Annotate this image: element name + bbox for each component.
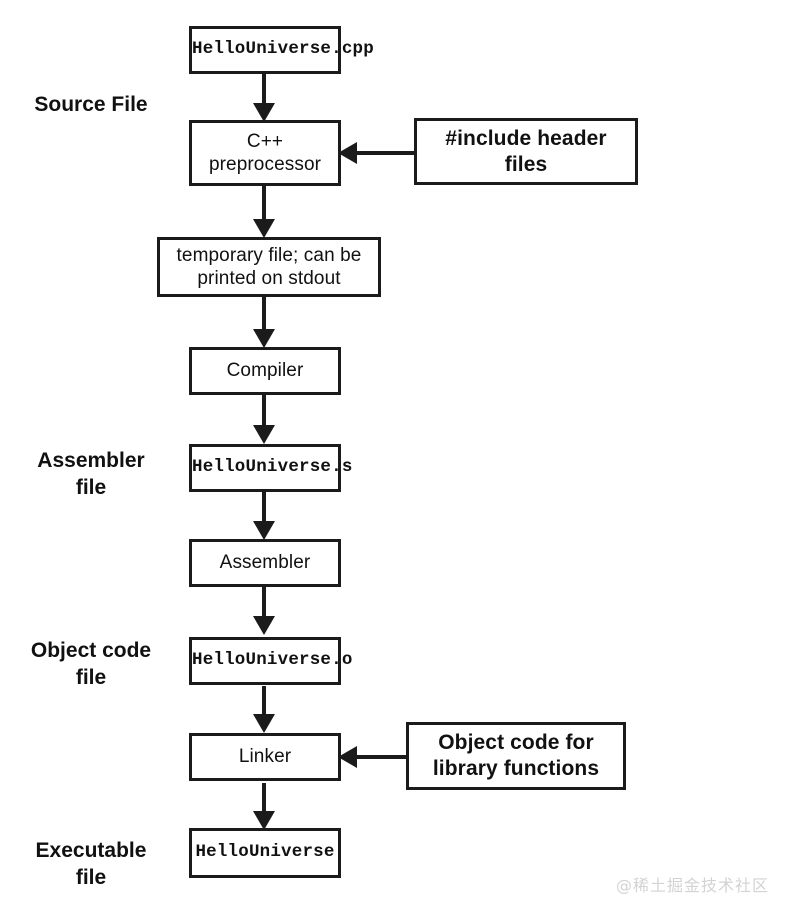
edge-preprocessor-to-temp-line [262, 186, 266, 222]
edge-temp-to-compiler-line [262, 296, 266, 332]
node-hellouniverse[interactable]: HelloUniverse [189, 828, 341, 878]
node-hellouniverse-s-label: HelloUniverse.s [192, 457, 353, 478]
node-assembler-label: Assembler [219, 552, 311, 574]
edge-headers-to-preprocessor-line [352, 151, 414, 155]
edge-cpp-to-preprocessor-arrowhead [253, 103, 275, 122]
node-compiler-label: Compiler [226, 360, 304, 382]
edge-library-to-linker-arrowhead [338, 746, 357, 768]
edge-obj-file-to-linker-line [262, 686, 266, 720]
edge-linker-to-executable-arrowhead [253, 811, 275, 830]
edge-preprocessor-to-temp-arrowhead [253, 219, 275, 238]
edge-compiler-to-asm-file-line [262, 395, 266, 429]
node-include-header-files-label: #include header files [445, 126, 607, 176]
node-object-code-library-label: Object code for library functions [432, 731, 600, 780]
node-temporary-file[interactable]: temporary file; can be printed on stdout [157, 237, 381, 297]
edge-cpp-to-preprocessor-line [262, 72, 266, 106]
node-object-code-library[interactable]: Object code for library functions [406, 722, 626, 790]
node-linker[interactable]: Linker [189, 733, 341, 781]
node-hellouniverse-cpp[interactable]: HelloUniverse.cpp [189, 26, 374, 74]
node-hellouniverse-label: HelloUniverse [195, 842, 335, 863]
node-hellouniverse-o-label: HelloUniverse.o [192, 650, 353, 671]
node-include-header-files[interactable]: #include header files [414, 118, 638, 185]
stage-label-assembler-file: Assembler file [37, 449, 145, 499]
node-temporary-file-label: temporary file; can be printed on stdout [176, 244, 362, 289]
edge-asm-file-to-assembler-line [262, 492, 266, 526]
edge-linker-to-executable-line [262, 783, 266, 817]
edge-library-to-linker-line [352, 755, 406, 759]
stage-label-executable-file: Executable file [35, 839, 147, 889]
node-hellouniverse-o[interactable]: HelloUniverse.o [189, 637, 353, 685]
node-hellouniverse-s[interactable]: HelloUniverse.s [189, 444, 353, 492]
edge-assembler-to-obj-file-arrowhead [253, 616, 275, 635]
node-cpp-preprocessor-label: C++ preprocessor [208, 130, 322, 175]
watermark-text: @稀土掘金技术社区 [616, 876, 770, 895]
edge-headers-to-preprocessor-arrowhead [338, 142, 357, 164]
node-linker-label: Linker [238, 746, 292, 768]
node-assembler[interactable]: Assembler [189, 539, 341, 587]
stage-label-source-file: Source File [34, 93, 148, 116]
edge-asm-file-to-assembler-arrowhead [253, 521, 275, 540]
edge-assembler-to-obj-file-line [262, 587, 266, 621]
stage-label-object-code-file: Object code file [30, 639, 152, 689]
edge-temp-to-compiler-arrowhead [253, 329, 275, 348]
edge-obj-file-to-linker-arrowhead [253, 714, 275, 733]
node-compiler[interactable]: Compiler [189, 347, 341, 395]
edge-compiler-to-asm-file-arrowhead [253, 425, 275, 444]
node-hellouniverse-cpp-label: HelloUniverse.cpp [192, 39, 374, 60]
node-cpp-preprocessor[interactable]: C++ preprocessor [189, 120, 341, 186]
